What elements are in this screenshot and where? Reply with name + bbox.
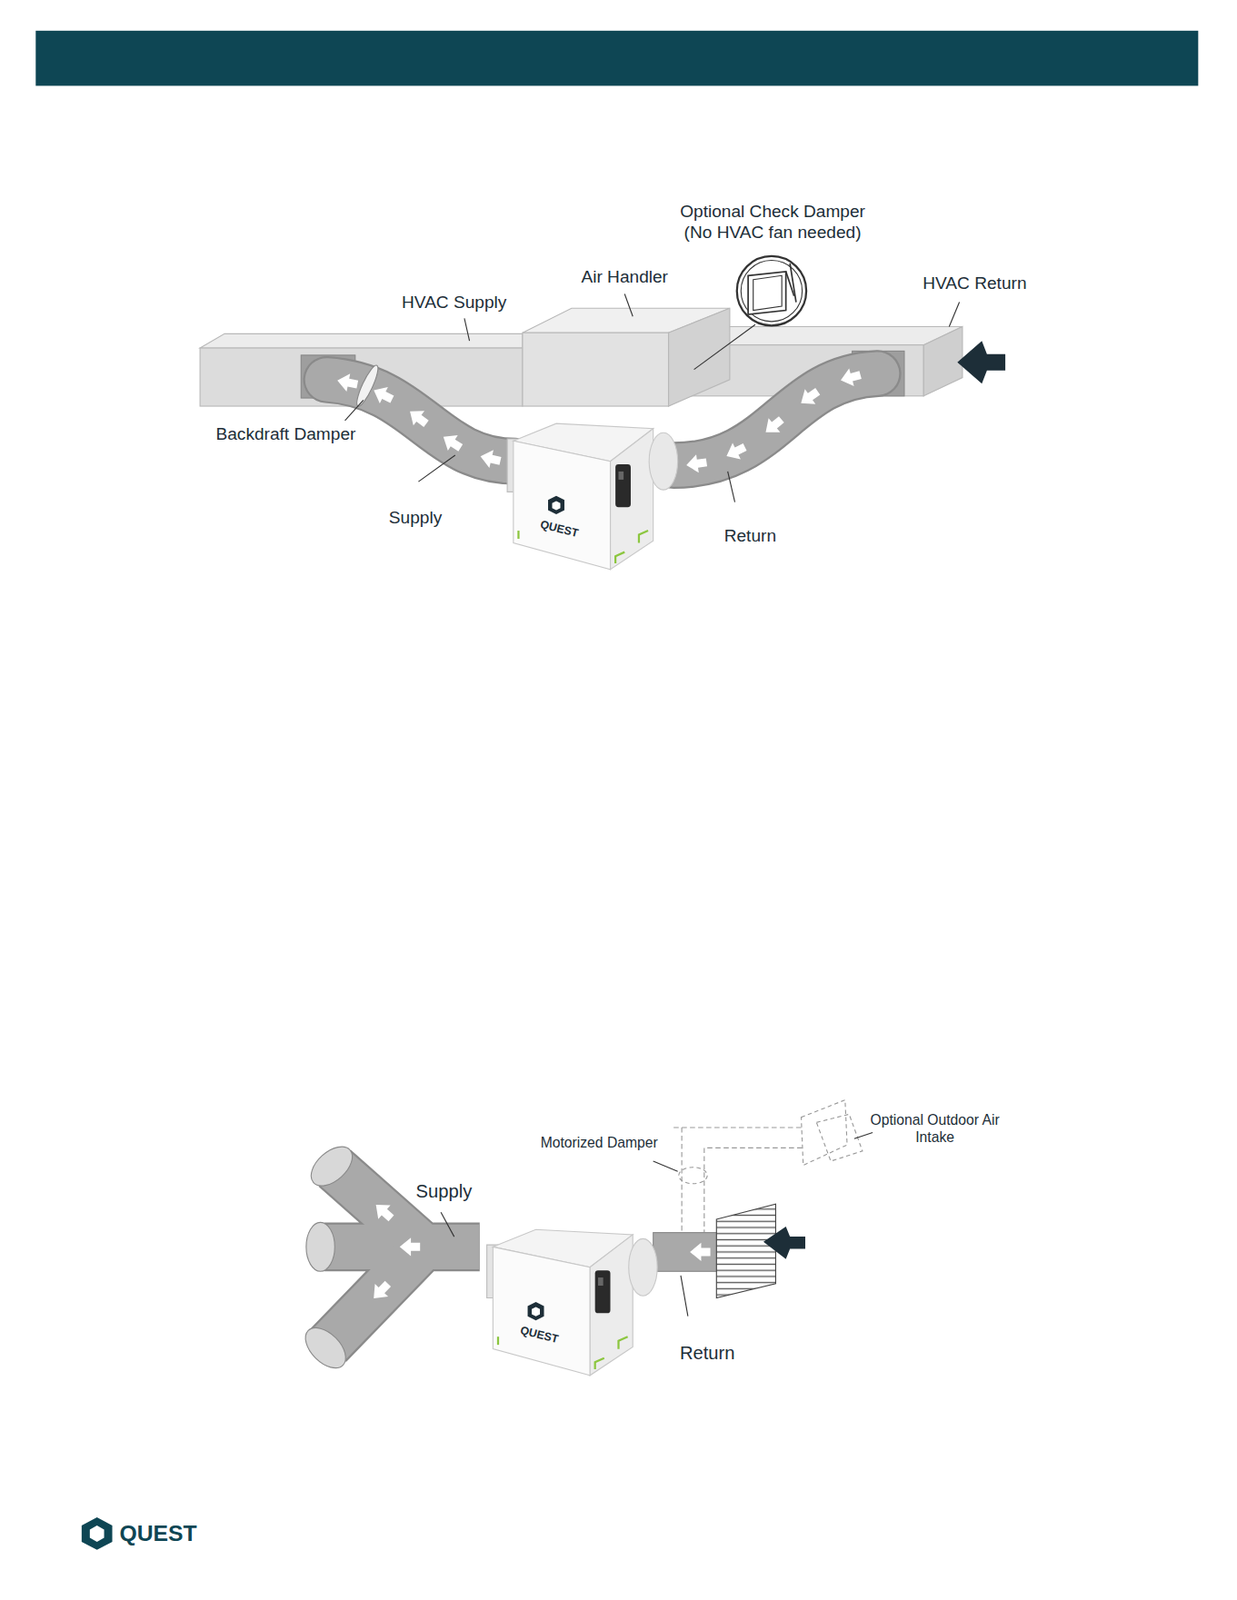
part-label: Air Handler (580, 267, 669, 289)
part-label: Supply (389, 508, 442, 529)
part-label: Return (724, 526, 777, 548)
callout-label: Optional Outdoor Air Intake (857, 1112, 1011, 1148)
part-label: Backdraft Damper (215, 424, 356, 446)
part-label: Return (679, 1342, 736, 1365)
part-label: Motorized Damper (540, 1135, 659, 1153)
logo-text: QUEST (119, 1520, 198, 1548)
part-label: HVAC Supply (401, 292, 507, 314)
callout-label: Optional Check Damper (No HVAC fan neede… (670, 201, 876, 244)
part-label: HVAC Return (922, 273, 1027, 295)
part-label: Supply (416, 1180, 473, 1203)
